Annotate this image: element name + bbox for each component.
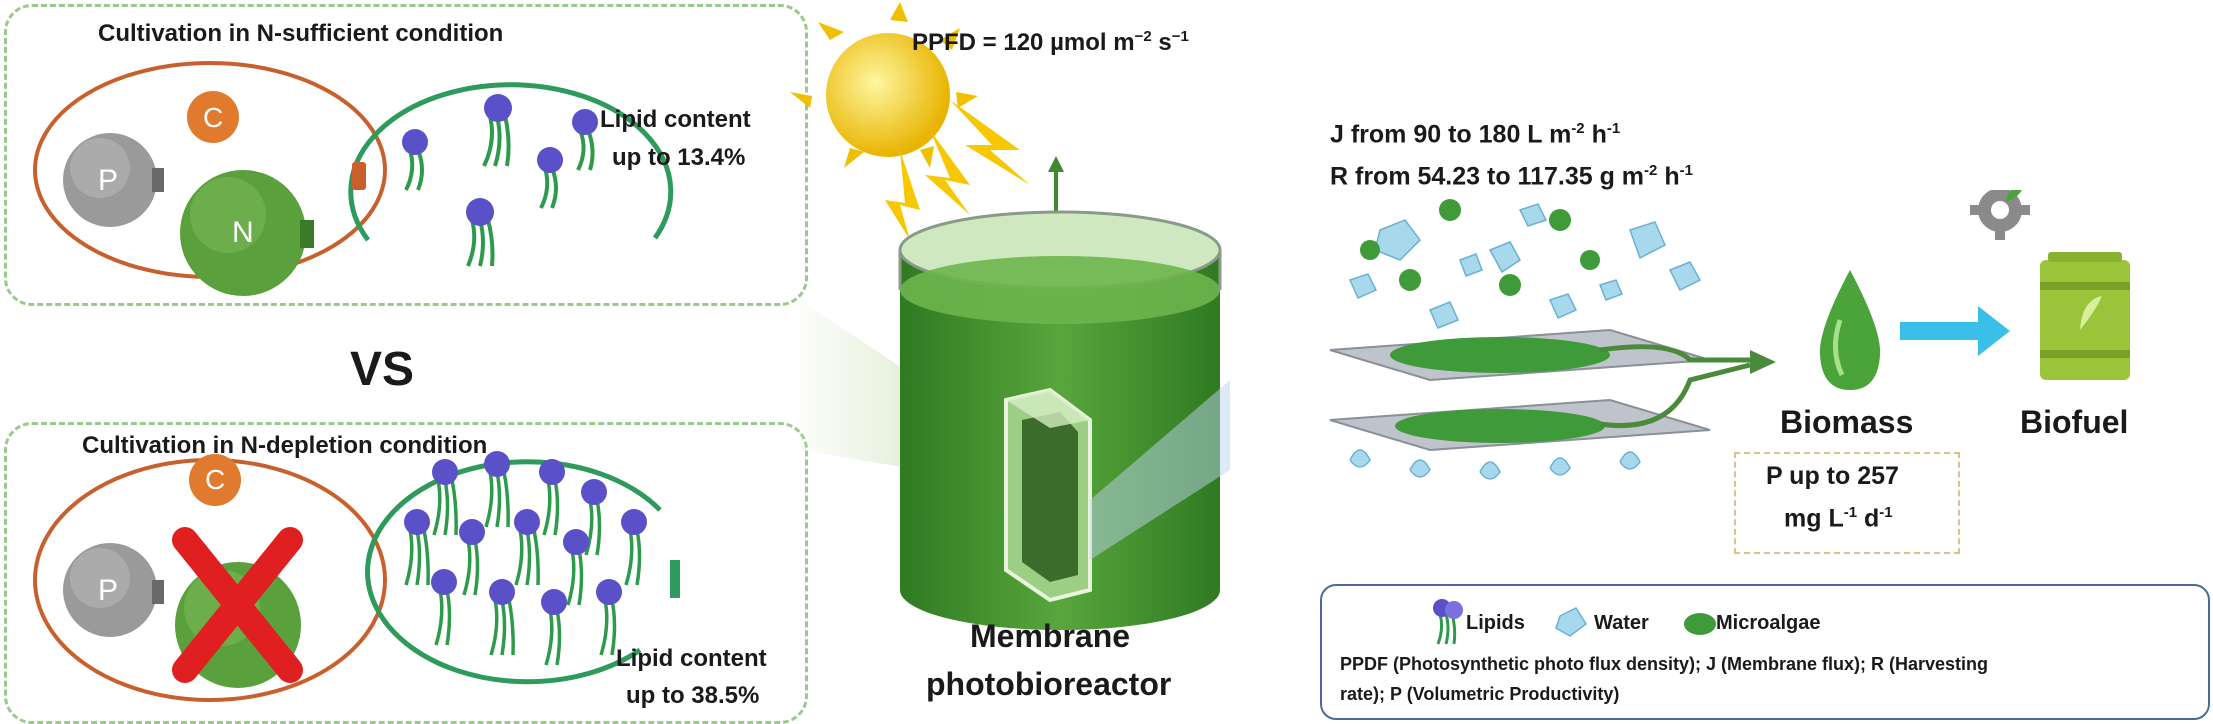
reactor-tank-icon — [898, 210, 1222, 630]
lipid-head — [572, 109, 598, 135]
arrow-up-icon — [1048, 156, 1064, 172]
nutrient-c-label: C — [205, 464, 226, 495]
ppfd-label: PPFD = 120 µmol m−2 s−1 — [912, 28, 1189, 56]
nutrient-c-label: C — [203, 102, 224, 133]
lipid-group — [404, 115, 595, 267]
n-sufficient-panel — [4, 4, 808, 306]
lipid-head — [537, 147, 563, 173]
lipid-head — [484, 451, 510, 477]
lipid-head — [466, 198, 494, 226]
legend — [1320, 584, 2210, 720]
biomass-drop-icon — [1819, 270, 1881, 390]
lipid-head — [514, 509, 540, 535]
nutrient-n-label: N — [232, 216, 254, 249]
microalgae-icon — [1360, 199, 1600, 296]
legend-lipids-label: Lipids — [1466, 612, 1525, 634]
lipid-head — [563, 529, 589, 555]
nutrient-c-icon — [187, 91, 239, 143]
nutrient-p-label: P — [98, 164, 119, 197]
productivity-line2: mg L-1 d-1 — [1784, 504, 1893, 533]
arrow-right-icon — [1978, 306, 2010, 356]
legend-icons — [1433, 599, 1716, 645]
biomass-label: Biomass — [1780, 404, 1914, 440]
lipid-head — [581, 479, 607, 505]
n-sufficient-lipid-line2: up to 13.4% — [612, 144, 746, 171]
sun-icon — [790, 2, 978, 168]
reactor-scene — [790, 2, 1230, 630]
light-ray-icon — [885, 100, 1030, 240]
n-depletion-lipid-line1: Lipid content — [616, 645, 767, 672]
n-sufficient-title: Cultivation in N-sufficient condition — [98, 20, 504, 47]
biofuel-label: Biofuel — [2020, 404, 2129, 440]
membrane-sheet-icon — [1329, 328, 1711, 452]
lipid-head — [489, 579, 515, 605]
reactor-label-line1: Membrane — [970, 618, 1131, 654]
n-sufficient-lipid-line1: Lipid content — [600, 106, 751, 133]
gear-icon — [1970, 190, 2030, 240]
productivity-box — [1734, 452, 1960, 554]
n-sufficient-cells — [33, 61, 674, 296]
lipid-head — [596, 579, 622, 605]
legend-microalgae-label: Microalgae — [1716, 612, 1821, 634]
reactor-label-line2: photobioreactor — [926, 666, 1172, 702]
water-legend-icon — [1555, 607, 1588, 637]
lipid-head — [484, 94, 512, 122]
lipid-cluster — [404, 471, 642, 666]
biofuel-barrel-icon — [2040, 252, 2130, 380]
microalgae-legend-icon — [1684, 613, 1716, 635]
legend-definitions-line1: PPDF (Photosynthetic photo flux density)… — [1340, 654, 1989, 674]
nutrient-c-icon — [189, 454, 241, 506]
n-depletion-panel — [4, 422, 808, 724]
depletion-cross-icon — [172, 527, 303, 683]
arrow-right-icon — [1750, 350, 1776, 374]
lipid-head — [621, 509, 647, 535]
lipid-head — [404, 509, 430, 535]
lipid-head — [431, 569, 457, 595]
vs-label: VS — [350, 343, 415, 396]
nutrient-p-label: P — [98, 574, 119, 607]
lipids-legend-icon — [1433, 599, 1463, 645]
water-icon — [1348, 203, 1702, 329]
membrane-separation-scene — [1329, 190, 2130, 480]
n-depletion-cells — [33, 451, 680, 702]
lipid-head — [459, 519, 485, 545]
lipid-head — [432, 459, 458, 485]
n-depletion-lipid-line2: up to 38.5% — [626, 682, 760, 709]
harvest-label: R from 54.23 to 117.35 g m-2 h-1 — [1330, 162, 1693, 191]
legend-water-label: Water — [1594, 612, 1649, 634]
legend-definitions-line2: rate); P (Volumetric Productivity) — [1340, 684, 1620, 704]
productivity-line1: P up to 257 — [1766, 462, 1899, 490]
lipid-head — [541, 589, 567, 615]
n-depletion-title: Cultivation in N-depletion condition — [82, 432, 488, 459]
flux-label: J from 90 to 180 L m-2 h-1 — [1330, 120, 1621, 149]
lipid-head — [402, 129, 428, 155]
lipid-head — [539, 459, 565, 485]
